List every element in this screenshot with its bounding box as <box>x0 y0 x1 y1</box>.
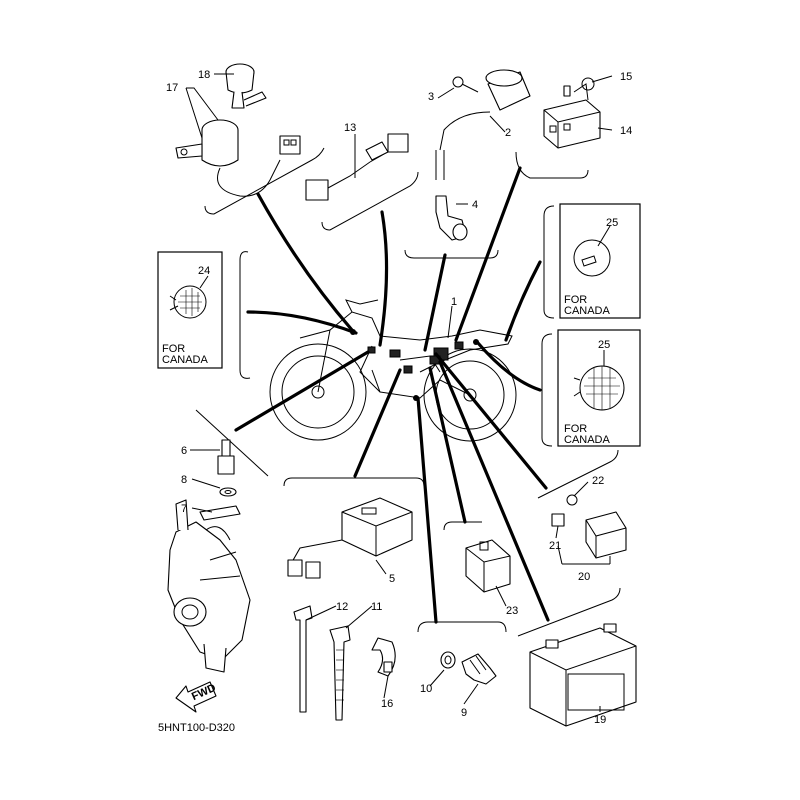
carburetor-part <box>167 439 251 673</box>
canada-box-25a <box>559 203 641 319</box>
callout-19: 19 <box>594 714 606 726</box>
bracket-frames <box>195 147 621 637</box>
callout-5: 5 <box>389 573 395 585</box>
callout-10: 10 <box>420 683 432 695</box>
callout-25b: 25 <box>598 339 610 351</box>
leader-lines <box>234 166 550 624</box>
canada-labels: FOR CANADA FOR CANADA FOR CANADA <box>162 294 611 446</box>
callout-16: 16 <box>381 698 393 710</box>
rectifier-part <box>465 539 511 593</box>
cdi-unit-part <box>287 497 413 579</box>
callout-8: 8 <box>181 474 187 486</box>
ignition-coil-part <box>435 69 531 241</box>
canada-label-25a-line1: FOR <box>564 294 587 306</box>
diagram-code: 5HNT100-D320 <box>158 722 235 734</box>
wire-lead-part <box>305 133 409 201</box>
callout-21: 21 <box>549 540 561 552</box>
callout-12: 12 <box>336 601 348 613</box>
battery-part <box>529 623 637 727</box>
canada-label-25b-line1: FOR <box>564 423 587 435</box>
canada-label-25a-line2: CANADA <box>564 305 611 317</box>
callout-1: 1 <box>451 296 457 308</box>
callout-6: 6 <box>181 445 187 457</box>
callout-14: 14 <box>620 125 632 137</box>
fwd-arrow-icon: FWD <box>175 681 218 713</box>
sensor-part <box>440 651 497 685</box>
callout-4: 4 <box>472 199 478 211</box>
callout-13: 13 <box>344 122 356 134</box>
callout-20: 20 <box>578 571 590 583</box>
canada-label-25b-line2: CANADA <box>564 434 611 446</box>
callout-2: 2 <box>505 127 511 139</box>
callout-22: 22 <box>592 475 604 487</box>
callout-7: 7 <box>181 503 187 515</box>
callout-23: 23 <box>506 605 518 617</box>
callout-3: 3 <box>428 91 434 103</box>
canada-label-24-line2: CANADA <box>162 354 209 366</box>
canada-label-24-line1: FOR <box>162 343 185 355</box>
main-switch-part <box>175 63 301 197</box>
canada-box-25b <box>557 329 641 447</box>
canada-box-24 <box>157 251 223 369</box>
motorcycle-illustration <box>269 299 517 442</box>
clamp-part <box>371 637 396 677</box>
starter-relay-part <box>551 494 627 559</box>
callout-18: 18 <box>198 69 210 81</box>
callout-17: 17 <box>166 82 178 94</box>
callout-15: 15 <box>620 71 632 83</box>
callout-24: 24 <box>198 265 210 277</box>
callout-numbers: 1 2 3 4 5 6 7 8 9 10 11 12 13 14 15 16 1… <box>166 69 632 726</box>
cable-bands-part <box>293 605 351 721</box>
callout-leaders <box>185 73 613 712</box>
callout-11: 11 <box>371 601 382 613</box>
relay-part <box>543 77 601 149</box>
callout-25a: 25 <box>606 217 618 229</box>
callout-9: 9 <box>461 707 467 719</box>
